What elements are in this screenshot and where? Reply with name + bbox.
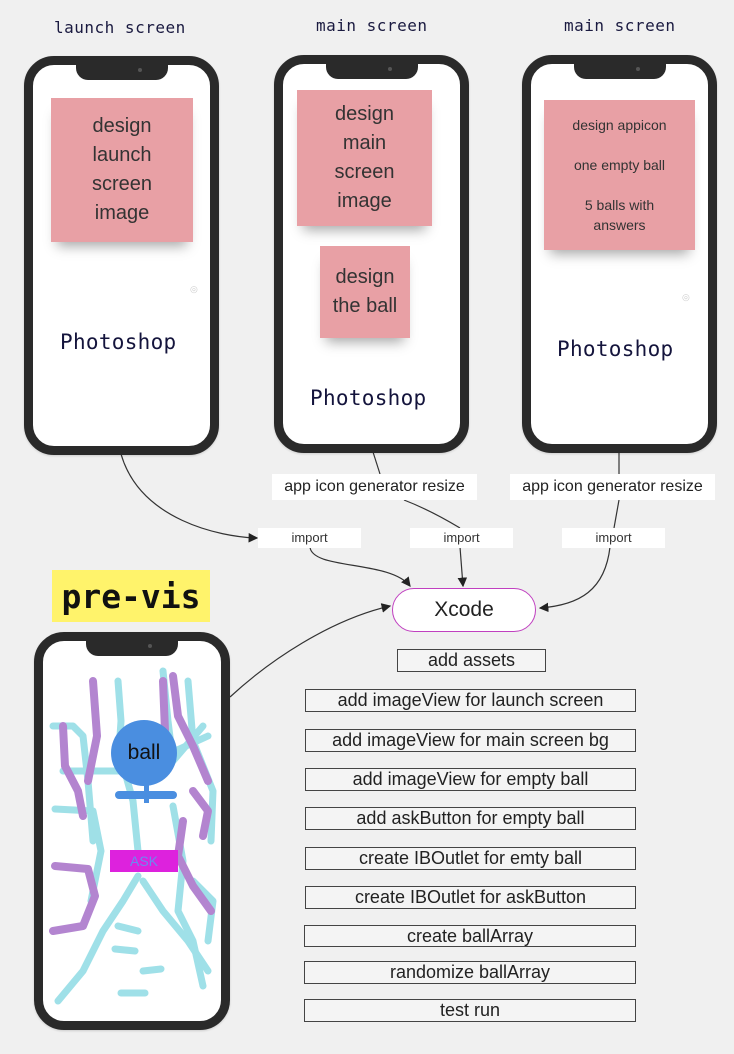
sticky-note-appicon: design appicon one empty ball 5 balls wi… — [544, 100, 695, 250]
xcode-node: Xcode — [392, 588, 536, 632]
resize-label-2: app icon generator resize — [510, 474, 715, 500]
launch-screen-title: launch screen — [54, 18, 186, 37]
note-line: design — [335, 103, 394, 125]
note-line: screen — [91, 173, 153, 195]
ball-stand — [144, 781, 149, 803]
main-screen-title-1: main screen — [316, 16, 428, 35]
import-label-1: import — [258, 528, 361, 548]
sticky-note-design-ball: design the ball — [320, 246, 410, 338]
note-line: design — [335, 266, 395, 288]
arrow-resize-to-import — [403, 499, 461, 529]
step-test-run: test run — [304, 999, 636, 1022]
import-label-3: import — [562, 528, 665, 548]
note-line: screen — [334, 161, 395, 183]
sticky-note-main-image: design main screen image — [297, 90, 432, 226]
phone-notch — [573, 63, 666, 79]
note-line: design appicon — [572, 117, 667, 133]
phone-notch — [325, 63, 418, 79]
photoshop-label-2: Photoshop — [310, 386, 427, 410]
main-screen-title-2: main screen — [564, 16, 676, 35]
note-line: image — [94, 202, 150, 224]
step-iboutlet-ball: create IBOutlet for emty ball — [305, 847, 636, 870]
previs-label: pre-vis — [52, 570, 210, 622]
note-line: main — [342, 132, 387, 154]
note-line: the ball — [332, 295, 398, 317]
arrow-import1-to-xcode — [309, 546, 411, 587]
arrow-launch-phone-to-import — [120, 453, 259, 543]
step-mainbg-imageview: add imageView for main screen bg — [305, 729, 636, 752]
step-randomize-ballarray: randomize ballArray — [304, 961, 636, 984]
arrow-main-phone-to-resize — [372, 451, 381, 475]
note-line: image — [337, 190, 392, 212]
note-line: 5 balls with — [584, 197, 655, 213]
step-iboutlet-askbutton: create IBOutlet for askButton — [305, 886, 636, 909]
import-label-2: import — [410, 528, 513, 548]
step-emptyball-imageview: add imageView for empty ball — [305, 768, 636, 791]
arrow-import2-to-xcode — [457, 546, 468, 588]
phone-notch — [86, 641, 178, 656]
ball-image-view: ball — [111, 720, 177, 786]
note-line: launch — [92, 144, 152, 166]
step-askbutton: add askButton for empty ball — [305, 807, 636, 830]
arrow-resize2-to-import — [613, 499, 620, 529]
note-line: one empty ball — [573, 157, 666, 173]
arrow-previs-to-xcode — [229, 603, 392, 698]
step-create-ballarray: create ballArray — [304, 925, 636, 947]
note-line: answers — [593, 217, 646, 233]
previs-phone: ball ASK — [34, 632, 230, 1030]
note-line: design — [92, 115, 152, 137]
eye-icon: ◎ — [682, 292, 690, 302]
photoshop-label-3: Photoshop — [557, 337, 674, 361]
resize-label-1: app icon generator resize — [272, 474, 477, 500]
ask-button[interactable]: ASK — [110, 850, 178, 872]
arrow-import3-to-xcode — [538, 546, 611, 613]
phone-notch — [75, 64, 168, 80]
step-add-assets: add assets — [397, 649, 546, 672]
sketch-strokes — [49, 667, 217, 1005]
eye-icon: ◎ — [190, 284, 198, 294]
photoshop-label-1: Photoshop — [60, 330, 177, 354]
sticky-note-launch-image: design launch screen image — [51, 98, 193, 242]
step-launch-imageview: add imageView for launch screen — [305, 689, 636, 712]
